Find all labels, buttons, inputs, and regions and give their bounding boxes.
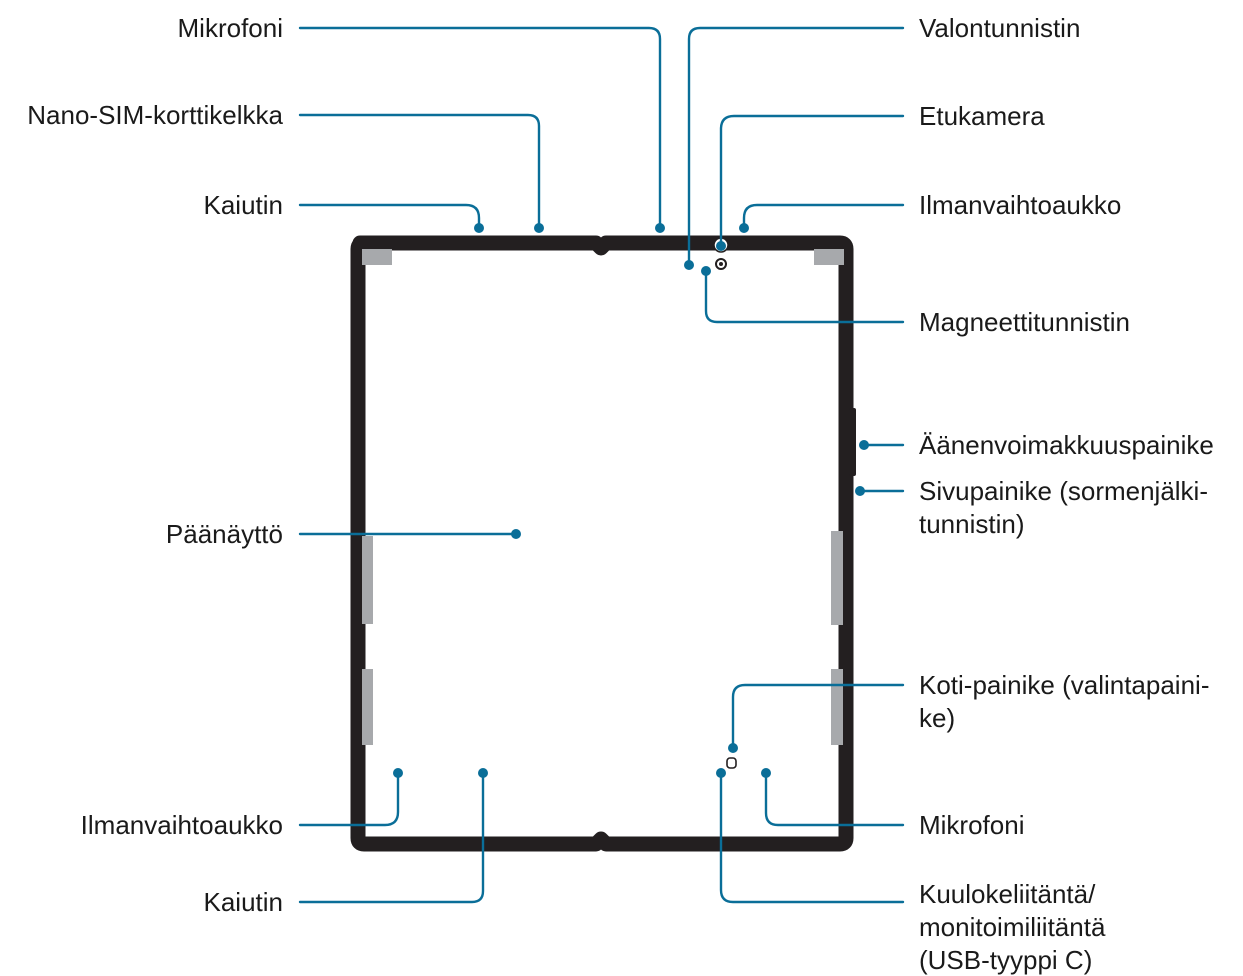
label-main-screen: Päänäyttö: [166, 519, 283, 549]
callout-side-key: [855, 486, 905, 496]
callout-front-camera: [716, 114, 905, 251]
callout-speaker-bottom: [298, 768, 488, 904]
label-vent-bottom: Ilmanvaihtoaukko: [81, 810, 283, 840]
callout-mic-bottom: [761, 768, 905, 827]
label-magnetic-sensor: Magneettitunnistin: [919, 307, 1130, 337]
volume-key: [849, 408, 856, 476]
phone-frame: [350, 235, 854, 852]
hinge-left-upper: [362, 536, 373, 624]
callout-vent-top: [739, 203, 905, 233]
front-camera-lens: [719, 262, 723, 266]
label-side-key-line1: Sivupainike (sormenjälki-: [919, 476, 1208, 506]
label-port-line3: (USB-tyyppi C): [919, 945, 1092, 975]
callout-sim-tray: [298, 113, 544, 233]
label-port-line2: monitoimiliitäntä: [919, 912, 1106, 942]
hinge-left-lower: [362, 669, 373, 745]
callout-home-key: [728, 683, 905, 753]
label-speaker-bottom: Kaiutin: [204, 887, 284, 917]
label-speaker-top: Kaiutin: [204, 190, 284, 220]
label-sim-tray: Nano-SIM-korttikelkka: [27, 100, 283, 130]
callout-volume-key: [859, 440, 905, 450]
label-light-sensor: Valontunnistin: [919, 13, 1080, 43]
hinge-top-left: [362, 249, 392, 265]
label-mic-bottom: Mikrofoni: [919, 810, 1024, 840]
callout-main-screen: [298, 529, 521, 539]
label-side-key-line2: tunnistin): [919, 509, 1025, 539]
phone-outline: [350, 235, 856, 852]
callout-magnetic-sensor: [701, 266, 905, 324]
home-key-icon: [726, 757, 737, 769]
label-port-line1: Kuulokeliitäntä/: [919, 879, 1096, 909]
label-front-camera: Etukamera: [919, 101, 1045, 131]
callout-port: [716, 768, 905, 904]
callout-mic-top: [298, 26, 665, 233]
callout-light-sensor: [684, 26, 905, 270]
callout-speaker-top: [298, 203, 484, 233]
hinge-right-upper: [831, 531, 843, 625]
hinge-right-lower: [831, 669, 843, 745]
label-vent-top: Ilmanvaihtoaukko: [919, 190, 1121, 220]
label-mic-top: Mikrofoni: [178, 13, 283, 43]
label-volume-key: Äänenvoimakkuuspainike: [919, 430, 1214, 460]
callout-vent-bottom: [298, 768, 403, 827]
label-home-key-line2: ke): [919, 703, 955, 733]
label-home-key-line1: Koti-painike (valintapaini-: [919, 670, 1209, 700]
hinge-top-right: [814, 249, 844, 265]
